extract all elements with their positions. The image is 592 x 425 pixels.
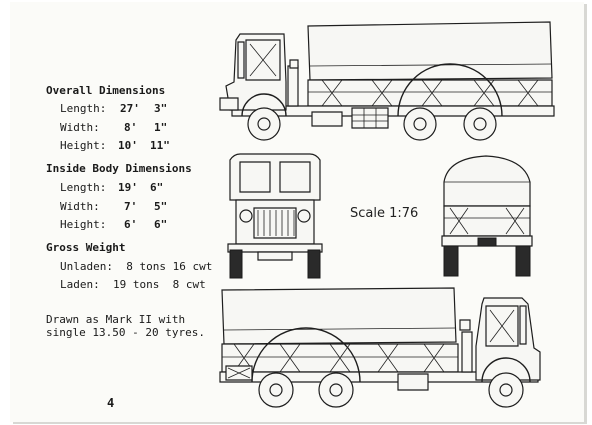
inside-width-feet: 7'	[124, 200, 138, 213]
inside-width-inches: 5"	[154, 200, 168, 213]
gross-weight-heading: Gross Weight	[46, 241, 126, 254]
inside-length-feet: 19'	[118, 181, 138, 194]
inside-width-label: Width:	[60, 200, 100, 213]
overall-length-inches: 3"	[154, 102, 168, 115]
page-number: 4	[107, 396, 115, 410]
truck-front-view	[224, 150, 326, 280]
inside-length-label: Length:	[60, 181, 107, 194]
truck-side-view-cab-right	[218, 284, 558, 414]
inside-height-feet: 6'	[124, 218, 138, 231]
gross-unladen: Unladen: 8 tons 16 cwt	[60, 260, 213, 273]
inside-height-inches: 6"	[154, 218, 168, 231]
overall-height-inches: 11"	[150, 139, 170, 152]
truck-rear-view	[438, 152, 536, 278]
inside-body-dimensions-heading: Inside Body Dimensions	[46, 162, 192, 175]
inside-height-label: Height:	[60, 218, 107, 231]
overall-width-feet: 8'	[124, 121, 138, 134]
inside-length-inches: 6"	[150, 181, 164, 194]
overall-height-label: Height:	[60, 139, 107, 152]
overall-height-feet: 10'	[118, 139, 138, 152]
drawing-note-line1: Drawn as Mark II with	[46, 313, 186, 326]
drawing-note-line2: single 13.50 - 20 tyres.	[46, 326, 205, 339]
scale-label: Scale 1:76	[350, 206, 419, 221]
overall-dimensions-heading: Overall Dimensions	[46, 84, 166, 97]
gross-laden: Laden: 19 tons 8 cwt	[60, 278, 206, 291]
overall-width-label: Width:	[60, 121, 100, 134]
overall-length-label: Length:	[60, 102, 107, 115]
overall-length-feet: 27'	[120, 102, 140, 115]
overall-width-inches: 1"	[154, 121, 168, 134]
truck-side-view-cab-left	[212, 20, 557, 145]
